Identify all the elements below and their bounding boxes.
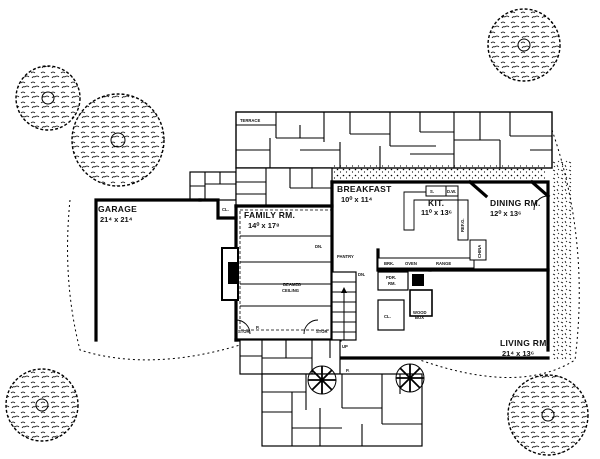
pdr-rm-label: RM.	[388, 281, 396, 286]
ceiling-label: CEILING	[282, 288, 299, 293]
pdr-label: PDR.	[386, 275, 396, 280]
dining-room-label: DINING RM.	[490, 198, 541, 208]
tree-top-right	[487, 8, 561, 82]
family-room-label: FAMILY RM.	[244, 210, 295, 220]
range-label: RANGE	[436, 261, 451, 266]
garage-label: GARAGE	[98, 204, 137, 214]
pantry-label: PANTRY	[337, 254, 354, 259]
terrace-paving	[189, 111, 553, 201]
tree-bottom-left	[5, 368, 79, 442]
sink-label: S.	[430, 189, 434, 194]
hedge-right-fill	[552, 160, 572, 360]
fireplace	[221, 247, 239, 301]
door-arcs	[235, 195, 549, 335]
kitchen-label: KIT.	[428, 198, 444, 208]
stairs	[331, 271, 357, 341]
dishwasher-label: D.W.	[447, 189, 456, 194]
front-walk-paving	[239, 339, 423, 447]
box-label: BOX	[415, 315, 424, 320]
hedge-left	[67, 199, 241, 361]
garage-dim: 21⁴ x 21⁴	[100, 215, 133, 224]
down-label: DN.	[315, 244, 322, 249]
living-room-label: LIVING RM.	[500, 338, 549, 348]
living-room-dim: 21⁴ x 13⁶	[502, 349, 534, 358]
family-room-dim: 14⁰ x 17⁸	[248, 221, 280, 230]
porch-label: P.	[346, 368, 349, 373]
gravel-strip	[332, 165, 546, 181]
beamed-label: BEAMED	[283, 282, 301, 287]
down-label-stair: DN.	[358, 272, 365, 277]
kitchen-dim: 11⁰ x 13⁶	[421, 208, 452, 217]
stor-label-right: STOR	[316, 329, 328, 334]
breakfast-dim: 10⁰ x 11⁴	[341, 195, 373, 204]
tree-bottom-right	[507, 374, 589, 456]
garage	[94, 198, 238, 342]
entry-shrubs	[307, 363, 425, 395]
wood-label: WOOD	[413, 310, 427, 315]
kitchen-counters	[377, 185, 487, 269]
tree-top-left	[15, 65, 81, 131]
left-stone-wall	[235, 167, 333, 207]
oven-label: OVEN	[405, 261, 417, 266]
refrigerator-label: REF.G.	[460, 219, 465, 233]
closet-label-hall: CL.	[384, 314, 391, 319]
closet-p-label: P.	[256, 325, 259, 330]
tree-top-center	[71, 93, 165, 187]
dining-room-dim: 12⁰ x 13⁶	[490, 209, 521, 218]
beams	[239, 209, 333, 331]
brk-label: BRK.	[384, 261, 394, 266]
breakfast-label: BREAKFAST	[337, 184, 392, 194]
stor-label-left: STOR	[238, 329, 250, 334]
powder-room	[377, 271, 433, 331]
terrace-label: TERRACE	[240, 118, 260, 123]
closet-label-family: CL.	[222, 207, 229, 212]
china-label: CHINA	[477, 245, 482, 258]
up-label: UP	[342, 344, 348, 349]
